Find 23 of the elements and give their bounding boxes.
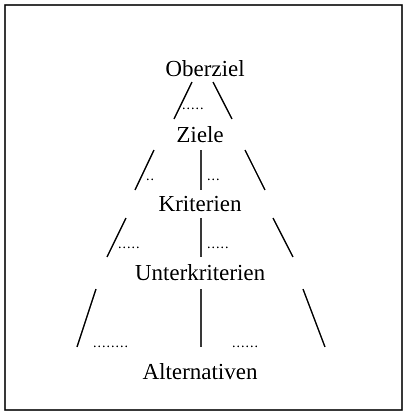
pyramid-line: [272, 218, 294, 258]
pyramid-line: [200, 150, 202, 190]
level-label: Alternativen: [142, 358, 258, 384]
ellipsis-dots: ...: [207, 171, 220, 183]
pyramid-line: [244, 150, 266, 190]
pyramid-line: [302, 288, 326, 348]
ellipsis-dots: ..: [146, 171, 155, 183]
pyramid-line: [200, 289, 202, 347]
pyramid-line: [173, 82, 193, 120]
pyramid-line: [76, 288, 97, 348]
ellipsis-dots: ......: [232, 338, 259, 350]
level-label: Kriterien: [158, 191, 242, 217]
ellipsis-dots: .....: [207, 239, 230, 251]
pyramid-line: [212, 82, 233, 120]
level-label: Oberziel: [165, 56, 245, 82]
pyramid-line: [200, 218, 202, 257]
ellipsis-dots: .....: [118, 239, 140, 251]
ellipsis-dots: ........: [93, 338, 129, 350]
ellipsis-dots: .....: [182, 100, 204, 112]
level-label: Unterkriterien: [134, 260, 266, 286]
level-label: Ziele: [176, 122, 224, 148]
pyramid-line: [134, 150, 155, 190]
pyramid-line: [106, 218, 127, 258]
